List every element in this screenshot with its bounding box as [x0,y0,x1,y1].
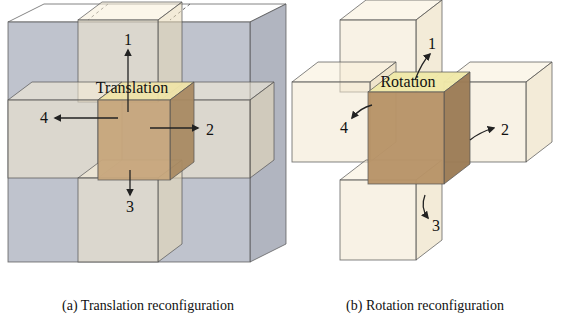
direction-number: 1 [428,36,436,52]
direction-number: 1 [124,32,132,48]
subfigure-caption: (a) Translation reconfiguration [62,299,234,313]
center-cube [98,82,194,180]
translation-figure [8,2,286,262]
motion-arrows [55,50,494,218]
direction-number: 3 [126,199,134,215]
subfigure-caption: (b) Rotation reconfiguration [346,299,504,313]
motion-label: Rotation [380,74,435,90]
motion-label: Translation [96,80,168,96]
direction-number: 4 [40,110,48,126]
rotation-figure [292,0,552,260]
back-slab [8,4,286,262]
direction-number: 2 [206,122,214,138]
center-cube [368,72,470,184]
direction-number: 2 [501,122,509,138]
direction-number: 4 [340,120,348,136]
direction-number: 3 [432,218,440,234]
